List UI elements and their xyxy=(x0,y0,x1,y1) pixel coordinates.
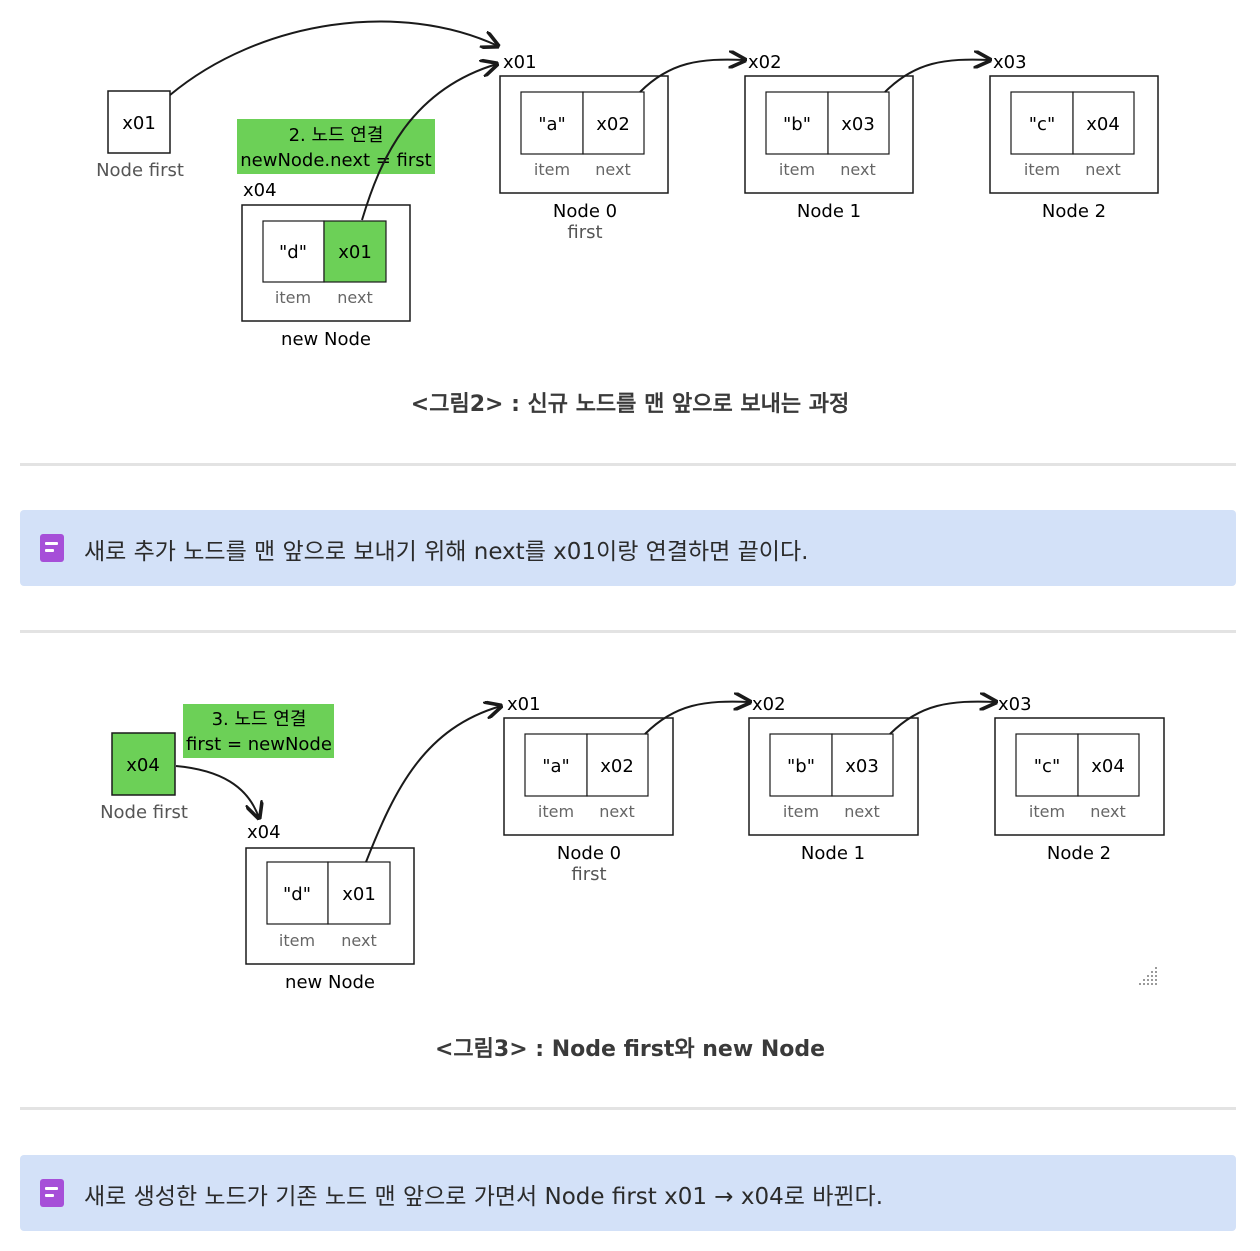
node-2-next-label: next xyxy=(1090,802,1125,821)
step-label-code: newNode.next = first xyxy=(240,150,431,171)
new-node-next-value: x01 xyxy=(338,242,372,263)
arrow-node-0-to-node-1 xyxy=(644,702,750,735)
callout-text: 새로 추가 노드를 맨 앞으로 보내기 위해 next를 x01이랑 연결하면 … xyxy=(84,539,809,565)
node-first-pointer: x01 Node first xyxy=(96,90,184,181)
new-node-item-label: item xyxy=(279,931,315,950)
node-2-next-label: next xyxy=(1085,160,1120,179)
step-label: 2. 노드 연결 newNode.next = first xyxy=(237,119,435,174)
divider xyxy=(20,1107,1236,1110)
node-0: x01 "a" x02 item next Node 0 first xyxy=(503,694,674,885)
memo-icon xyxy=(40,1179,64,1207)
node-1-address: x02 xyxy=(748,52,782,73)
node-0-next-label: next xyxy=(595,160,630,179)
new-node-name: new Node xyxy=(285,972,375,993)
node-1: x02 "b" x03 item next Node 1 xyxy=(744,52,914,222)
node-1-next-label: next xyxy=(840,160,875,179)
arrow-first-to-node-0 xyxy=(169,20,498,96)
node-2-name: Node 2 xyxy=(1042,201,1106,222)
node-1-name: Node 1 xyxy=(801,843,865,864)
node-2-item-value: "c" xyxy=(1029,114,1055,135)
new-node-next-value: x01 xyxy=(342,884,376,905)
step-label-title: 2. 노드 연결 xyxy=(289,125,384,146)
figure3-caption: <그림3> : Node first와 new Node xyxy=(434,1037,826,1062)
node-1-next-value: x03 xyxy=(841,114,875,135)
resize-handle-icon[interactable] xyxy=(1139,967,1157,985)
node-0-item-label: item xyxy=(534,160,570,179)
node-first-label: Node first xyxy=(100,802,188,823)
node-2: x03 "c" x04 item next Node 2 xyxy=(994,694,1165,864)
node-2-name: Node 2 xyxy=(1047,843,1111,864)
arrow-node-0-to-node-1 xyxy=(639,60,745,93)
node-0-sub-label: first xyxy=(567,222,602,243)
figure2-caption: <그림2> : 신규 노드를 맨 앞으로 보내는 과정 xyxy=(410,392,850,417)
node-2-item-label: item xyxy=(1029,802,1065,821)
node-0-next-value: x02 xyxy=(600,756,634,777)
arrow-new-node-to-node-0 xyxy=(365,706,501,863)
node-1-item-value: "b" xyxy=(787,756,815,777)
new-node-item-value: "d" xyxy=(283,884,311,905)
node-0-name: Node 0 xyxy=(557,843,621,864)
new-node-address: x04 xyxy=(243,180,277,201)
node-0-next-label: next xyxy=(599,802,634,821)
node-first-label: Node first xyxy=(96,160,184,181)
node-0-sub-label: first xyxy=(571,864,606,885)
callout-note: 새로 생성한 노드가 기존 노드 맨 앞으로 가면서 Node first x0… xyxy=(20,1155,1236,1231)
step-label-code: first = newNode xyxy=(186,734,332,755)
new-node: x04 "d" x01 item next new Node xyxy=(245,822,415,993)
node-1-address: x02 xyxy=(752,694,786,715)
callout-note: 새로 추가 노드를 맨 앞으로 보내기 위해 next를 x01이랑 연결하면 … xyxy=(20,510,1236,586)
node-0-name: Node 0 xyxy=(553,201,617,222)
new-node-next-label: next xyxy=(341,931,376,950)
node-first-pointer: x04 Node first xyxy=(100,732,188,823)
new-node: x04 "d" x01 item next new Node xyxy=(241,180,411,350)
node-0-next-value: x02 xyxy=(596,114,630,135)
node-1-next-label: next xyxy=(844,802,879,821)
node-0-item-label: item xyxy=(538,802,574,821)
node-2-next-value: x04 xyxy=(1091,756,1125,777)
node-1: x02 "b" x03 item next Node 1 xyxy=(748,694,919,864)
divider xyxy=(20,630,1236,633)
node-0-address: x01 xyxy=(507,694,541,715)
node-0-item-value: "a" xyxy=(542,756,570,777)
new-node-address: x04 xyxy=(247,822,281,843)
node-0: x01 "a" x02 item next Node 0 first xyxy=(499,52,669,243)
node-2-item-label: item xyxy=(1024,160,1060,179)
node-1-item-value: "b" xyxy=(783,114,811,135)
arrow-node-1-to-node-2 xyxy=(884,60,990,93)
node-first-value: x04 xyxy=(126,755,160,776)
node-1-name: Node 1 xyxy=(797,201,861,222)
node-2-address: x03 xyxy=(998,694,1032,715)
arrow-new-node-to-node-0 xyxy=(361,64,497,221)
node-1-item-label: item xyxy=(779,160,815,179)
node-0-address: x01 xyxy=(503,52,537,73)
new-node-name: new Node xyxy=(281,329,371,350)
arrow-first-to-new-node xyxy=(175,765,259,818)
linked-list-diagram-figure2: x01 Node first 2. 노드 연결 newNode.next = f… xyxy=(96,20,1159,350)
callout-text: 새로 생성한 노드가 기존 노드 맨 앞으로 가면서 Node first x0… xyxy=(84,1184,884,1210)
new-node-item-value: "d" xyxy=(279,242,307,263)
linked-list-diagram-figure3: x04 Node first 3. 노드 연결 first = newNode … xyxy=(100,668,1165,993)
step-label-title: 3. 노드 연결 xyxy=(212,709,307,730)
node-2: x03 "c" x04 item next Node 2 xyxy=(989,52,1159,222)
node-1-next-value: x03 xyxy=(845,756,879,777)
arrow-node-1-to-node-2 xyxy=(889,702,996,735)
node-first-value: x01 xyxy=(122,113,156,134)
node-2-next-value: x04 xyxy=(1086,114,1120,135)
step-label: 3. 노드 연결 first = newNode xyxy=(183,704,334,758)
node-1-item-label: item xyxy=(783,802,819,821)
memo-icon xyxy=(40,534,64,562)
node-0-item-value: "a" xyxy=(538,114,566,135)
node-2-address: x03 xyxy=(993,52,1027,73)
divider xyxy=(20,463,1236,466)
new-node-next-label: next xyxy=(337,288,372,307)
node-2-item-value: "c" xyxy=(1034,756,1060,777)
new-node-item-label: item xyxy=(275,288,311,307)
